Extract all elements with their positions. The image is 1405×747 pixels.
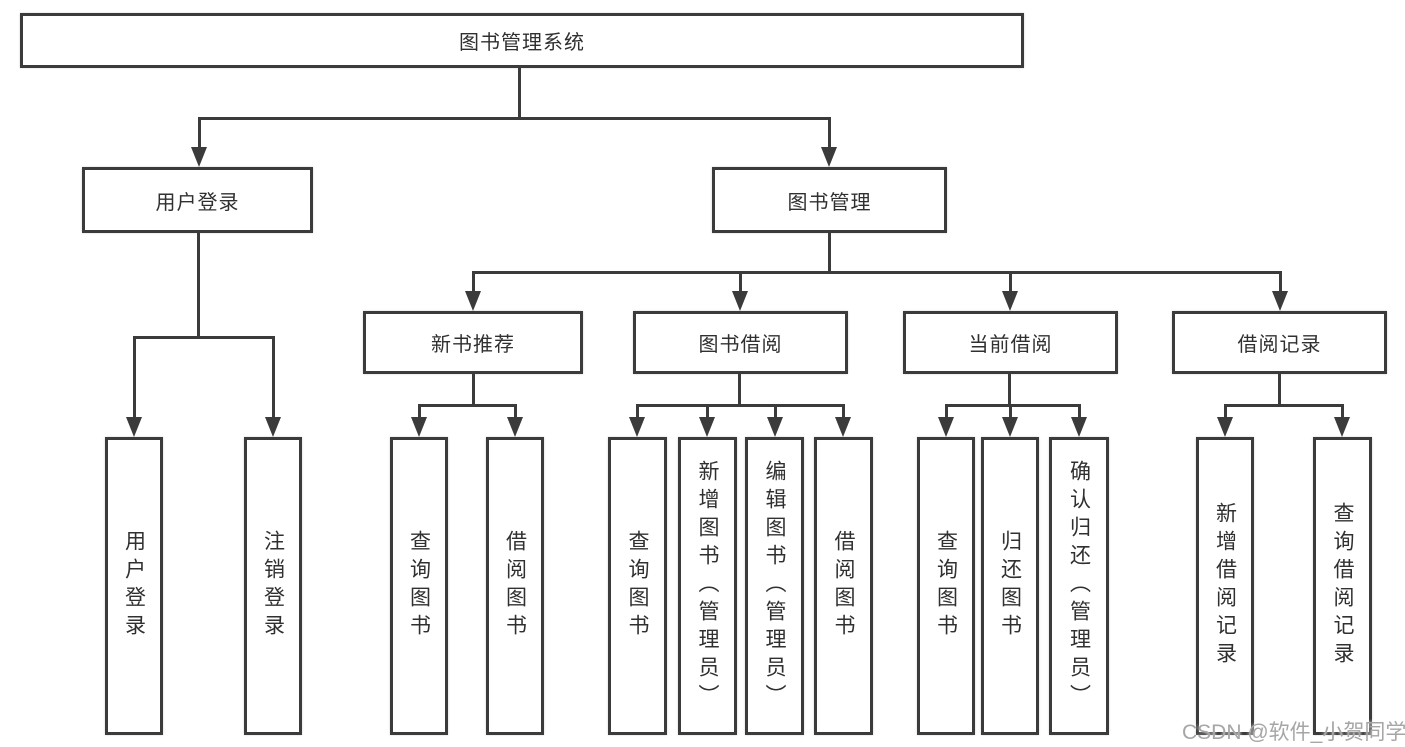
node-label: 图书管理 [787, 191, 872, 214]
node-label: 新增借阅记录 [1213, 502, 1237, 670]
connector-line [945, 404, 948, 419]
connector-line [842, 404, 845, 419]
connector-line [1224, 404, 1227, 419]
connector-line [1009, 404, 1012, 419]
leaf-user-login: 用户登录 [105, 437, 163, 735]
connector-line [518, 68, 521, 119]
arrow-down-icon [1071, 417, 1087, 437]
connector-line [636, 404, 639, 419]
leaf-add-books-admin: 新增图书（管理员） [678, 437, 737, 735]
leaf-add-borrow-record: 新增借阅记录 [1196, 437, 1254, 735]
connector-line [133, 336, 136, 419]
arrow-down-icon [265, 417, 281, 437]
leaf-logout: 注销登录 [244, 437, 302, 735]
node-label: 确认归还（管理员） [1067, 460, 1091, 712]
connector-line [1279, 271, 1282, 293]
connector-line [945, 404, 1080, 407]
arrow-down-icon [1334, 417, 1350, 437]
node-current-borrow: 当前借阅 [903, 311, 1118, 374]
node-label: 用户登录 [155, 191, 240, 214]
connector-line [1341, 404, 1344, 419]
node-label: 新书推荐 [431, 334, 515, 356]
connector-line [738, 374, 741, 407]
connector-line [1224, 404, 1343, 407]
node-label: 新增图书（管理员） [696, 460, 719, 712]
connector-line [706, 404, 709, 419]
arrow-down-icon [126, 417, 142, 437]
arrow-down-icon [821, 147, 837, 167]
leaf-return-books: 归还图书 [981, 437, 1039, 735]
node-label: 当前借阅 [968, 334, 1053, 356]
connector-line [739, 271, 742, 293]
connector-line [514, 404, 517, 419]
arrow-down-icon [1272, 291, 1288, 311]
connector-line [198, 117, 830, 120]
leaf-query-books-borrow: 查询图书 [608, 437, 667, 735]
connector-line [133, 336, 274, 339]
arrow-down-icon [1217, 417, 1233, 437]
node-label: 借阅图书 [503, 530, 527, 642]
connector-line [472, 271, 475, 293]
node-book-borrow: 图书借阅 [633, 311, 848, 374]
connector-line [472, 374, 475, 407]
leaf-edit-books-admin: 编辑图书（管理员） [745, 437, 804, 735]
node-label: 用户登录 [122, 530, 146, 642]
connector-line [828, 233, 831, 273]
node-borrow-record: 借阅记录 [1172, 311, 1387, 374]
arrow-down-icon [1002, 417, 1018, 437]
arrow-down-icon [732, 291, 748, 311]
arrow-down-icon [465, 291, 481, 311]
node-label: 查询图书 [626, 530, 649, 642]
connector-line [1078, 404, 1081, 419]
node-label: 归还图书 [998, 530, 1022, 642]
arrow-down-icon [191, 147, 207, 167]
csdn-watermark: CSDN @软件_小贺同学 [1182, 721, 1405, 744]
connector-line [418, 404, 421, 419]
connector-line [1008, 374, 1011, 407]
arrow-down-icon [507, 417, 523, 437]
node-label: 编辑图书（管理员） [763, 460, 786, 712]
arrow-down-icon [699, 417, 715, 437]
node-user-login: 用户登录 [82, 167, 313, 233]
connector-line [1278, 374, 1281, 407]
connector-line [418, 404, 516, 407]
node-label: 借阅记录 [1237, 334, 1322, 356]
leaf-confirm-return-admin: 确认归还（管理员） [1049, 437, 1109, 735]
arrow-down-icon [411, 417, 427, 437]
node-label: 查询图书 [407, 530, 431, 642]
connector-line [472, 271, 1281, 274]
connector-line [774, 404, 777, 419]
connector-line [272, 336, 275, 419]
leaf-query-books-recommend: 查询图书 [390, 437, 448, 735]
node-root-system: 图书管理系统 [20, 13, 1024, 68]
node-label: 借阅图书 [832, 530, 855, 642]
connector-line [198, 117, 201, 149]
arrow-down-icon [767, 417, 783, 437]
node-label: 图书借阅 [698, 334, 783, 356]
connector-line [828, 117, 831, 149]
connector-line [197, 233, 200, 338]
leaf-query-books-current: 查询图书 [917, 437, 975, 735]
connector-line [1009, 271, 1012, 293]
node-label: 图书管理系统 [459, 32, 585, 54]
node-label: 查询图书 [934, 530, 958, 642]
node-book-management: 图书管理 [712, 167, 947, 233]
node-new-book-recommend: 新书推荐 [363, 311, 583, 374]
connector-line [636, 404, 844, 407]
leaf-borrow-books-recommend: 借阅图书 [486, 437, 544, 735]
node-label: 注销登录 [261, 530, 285, 642]
leaf-borrow-books: 借阅图书 [814, 437, 873, 735]
arrow-down-icon [1002, 291, 1018, 311]
node-label: 查询借阅记录 [1331, 502, 1354, 670]
arrow-down-icon [938, 417, 954, 437]
arrow-down-icon [835, 417, 851, 437]
arrow-down-icon [629, 417, 645, 437]
leaf-query-borrow-record: 查询借阅记录 [1313, 437, 1372, 735]
